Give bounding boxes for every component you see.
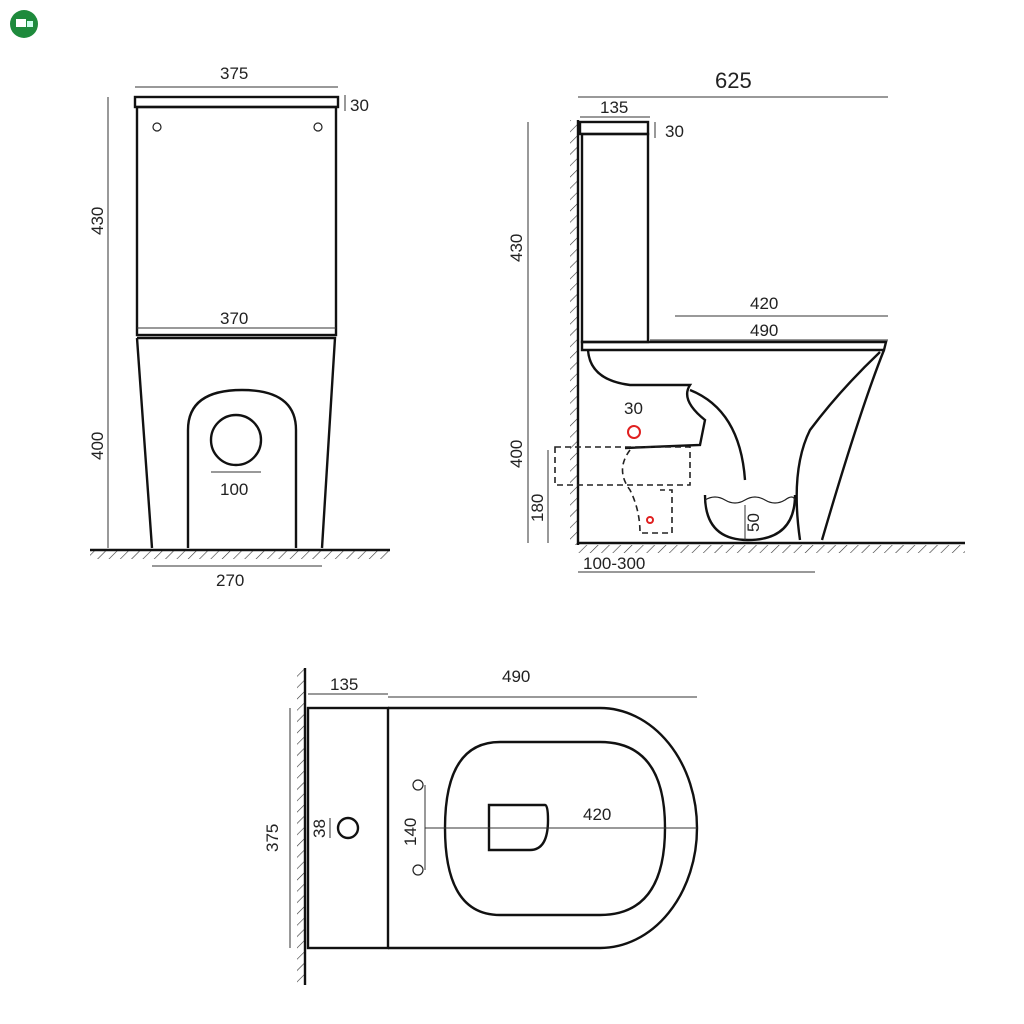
brand-logo [10,10,38,38]
dim-seat-length: 420 [583,805,611,824]
tank [580,132,650,344]
tank-lid [578,120,650,136]
wall-hatch [297,668,305,985]
dim-lid: 30 [350,96,369,115]
front-view: 375 30 430 400 370 100 270 [88,64,390,590]
dim-width-top: 375 [220,64,248,83]
side-view: 625 135 30 430 400 180 420 490 30 50 100… [507,68,965,573]
dim-bowl-height: 400 [88,432,107,460]
p-trap [621,449,673,534]
bowl-well [703,494,797,542]
dim-inlet: 30 [624,399,643,418]
inlet-marker [627,425,641,439]
trapway [586,349,747,481]
dim-bowl-height: 400 [507,440,526,468]
tank-hole [336,816,360,840]
bowl [135,336,337,549]
seat [443,740,667,917]
top-view: 135 490 375 38 140 420 [263,667,699,985]
bowl-outer [795,349,886,541]
dim-wall-distance: 100-300 [583,554,645,573]
button-hole [152,122,162,132]
dim-outlet: 100 [220,480,248,499]
dim-tank-depth: 135 [600,98,628,117]
dim-tank-depth: 135 [330,675,358,694]
wall-hatch [570,120,578,545]
dim-base-width: 270 [216,571,244,590]
button-hole [313,122,323,132]
dim-tank-height: 430 [88,207,107,235]
bolt-hole [412,864,424,876]
dim-tank-height: 430 [507,234,526,262]
dim-outlet-height: 180 [528,494,547,522]
dim-water-depth: 50 [744,513,763,532]
dim-seat-opening: 420 [750,294,778,313]
outlet-marker [646,516,654,524]
dim-bolt-spacing: 140 [401,818,420,846]
flush-button [487,803,550,852]
dim-bowl-length: 490 [750,321,778,340]
dim-total-depth: 625 [715,68,752,93]
floor-hatch [90,551,390,559]
tank [135,105,338,337]
tank-lid [133,95,340,109]
bolt-hole [412,779,424,791]
seat [580,340,888,352]
dim-hole: 38 [310,819,329,838]
outlet-circle [209,413,263,467]
dim-tank-width: 370 [220,309,248,328]
water-line [704,496,796,504]
dim-width: 375 [263,824,282,852]
outlet-arch [186,388,298,548]
dim-bowl-length: 490 [502,667,530,686]
outlet-pipe [554,446,691,486]
tank [306,706,390,950]
dim-lid: 30 [665,122,684,141]
floor-hatch [578,545,965,553]
